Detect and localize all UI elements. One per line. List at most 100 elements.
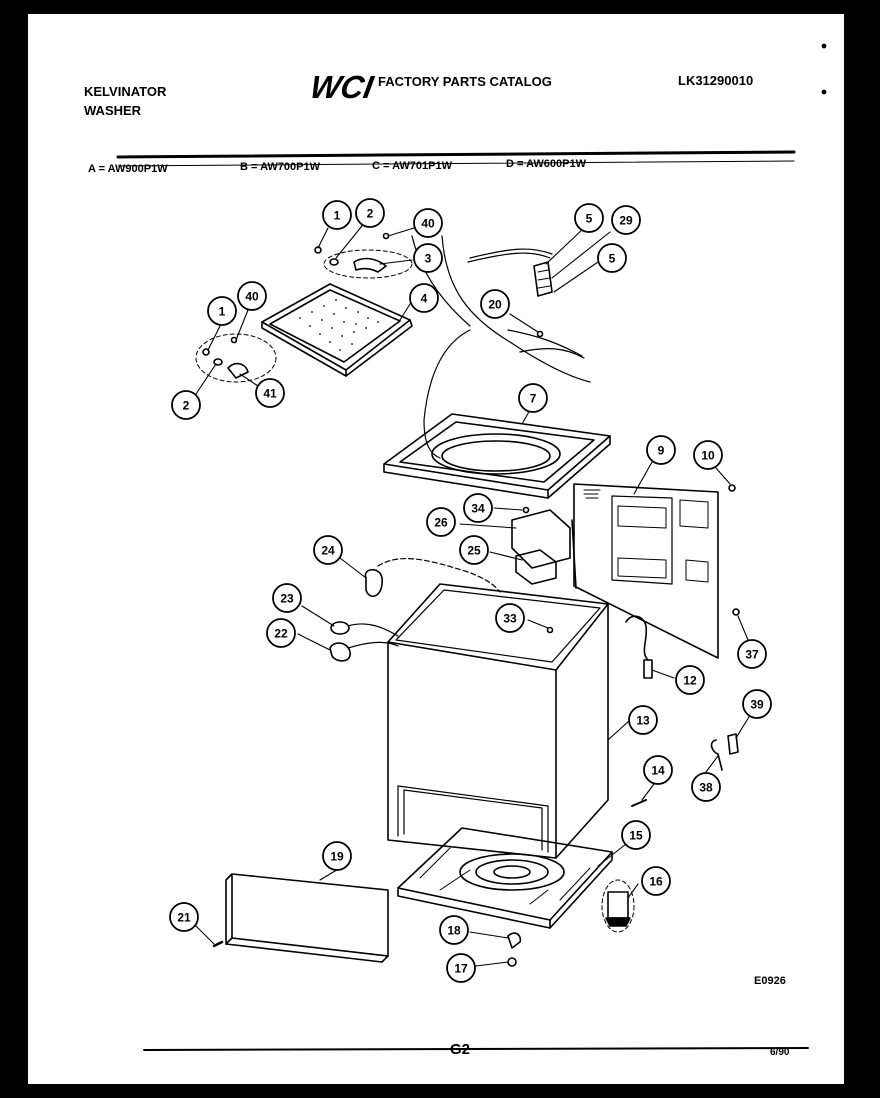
callout-circle — [693, 440, 723, 470]
front-panel — [225, 873, 389, 963]
callout-number: 29 — [619, 214, 633, 228]
callout-number: 3 — [425, 252, 432, 266]
part-callout: 40 — [237, 281, 267, 311]
screw — [507, 957, 517, 967]
part-callout: 15 — [621, 820, 651, 850]
part-callout: 41 — [255, 378, 285, 408]
part-callout: 16 — [641, 866, 671, 896]
washer-base — [397, 827, 613, 929]
callout-circle — [646, 435, 676, 465]
washer-lid — [261, 283, 413, 377]
callout-number: 10 — [701, 449, 715, 463]
part-callout: 34 — [463, 493, 493, 523]
switch-screw — [536, 330, 544, 338]
callout-number: 40 — [245, 290, 259, 304]
callout-number: 5 — [609, 252, 616, 266]
callout-number: 4 — [421, 292, 428, 306]
part-callout: 25 — [459, 535, 489, 565]
callout-number: 7 — [530, 392, 537, 406]
callout-number: 12 — [683, 674, 697, 688]
callout-circle — [459, 535, 489, 565]
part-callout: 4 — [409, 283, 439, 313]
timer-bracket — [511, 509, 571, 569]
callout-number: 41 — [263, 387, 277, 401]
part-callout: 13 — [628, 705, 658, 735]
callout-circle — [641, 866, 671, 896]
callout-circle — [463, 493, 493, 523]
callout-circle — [737, 639, 767, 669]
inlet-valve — [364, 568, 383, 598]
callout-number: 40 — [421, 217, 435, 231]
callout-number: 24 — [321, 544, 335, 558]
timer-lead — [571, 519, 577, 589]
header-rule-thick — [116, 150, 796, 159]
callout-number: 25 — [467, 544, 481, 558]
callout-number: 23 — [280, 592, 294, 606]
callout-number: 38 — [699, 781, 713, 795]
callout-number: 18 — [447, 924, 461, 938]
part-callout: 14 — [643, 755, 673, 785]
top-panel — [383, 413, 611, 499]
callout-number: 17 — [454, 962, 468, 976]
page-code: G2 — [450, 1041, 471, 1058]
inlet-hose — [377, 558, 501, 593]
timer — [515, 549, 557, 585]
part-callout: 33 — [495, 603, 525, 633]
callout-circle — [621, 820, 651, 850]
washer-cabinet — [387, 583, 609, 859]
part-callout: 22 — [266, 618, 296, 648]
part-callout: 20 — [480, 289, 510, 319]
part-callout: 1 — [207, 296, 237, 326]
lid-hinge — [353, 257, 387, 273]
callout-circle — [691, 772, 721, 802]
callout-circle — [409, 283, 439, 313]
leader-lines — [195, 225, 753, 967]
callout-number: 1 — [219, 305, 226, 319]
leg-foot — [605, 917, 631, 927]
callout-circle — [169, 902, 199, 932]
part-callout: 3 — [413, 243, 443, 273]
wire-harness — [625, 615, 649, 661]
part-callout: 1 — [322, 200, 352, 230]
lid-switch-detail — [537, 269, 551, 289]
lid-hinge — [227, 362, 249, 379]
callout-circle — [597, 243, 627, 273]
lid-switch — [533, 261, 553, 297]
callout-number: 22 — [274, 627, 288, 641]
leveling-leg — [607, 891, 629, 919]
callout-circle — [413, 208, 443, 238]
part-callout: 21 — [169, 902, 199, 932]
header-rule-thin — [117, 160, 795, 167]
callout-circle — [237, 281, 267, 311]
screw — [212, 940, 224, 948]
bracket — [507, 932, 522, 949]
part-callout: 39 — [742, 689, 772, 719]
callout-number: 16 — [649, 875, 663, 889]
model-b-label: B = AW700P1W — [240, 161, 320, 173]
hinge-screw — [202, 348, 210, 356]
cabinet-outline-sketch — [411, 235, 591, 459]
part-callout: 2 — [355, 198, 385, 228]
part-callout: 10 — [693, 440, 723, 470]
callout-circle — [413, 243, 443, 273]
hinge-group-outline — [195, 333, 277, 383]
hinge-washer — [329, 258, 339, 266]
cabinet-screw — [546, 626, 554, 634]
callout-number: 9 — [658, 444, 665, 458]
callout-number: 34 — [471, 502, 485, 516]
callout-number: 14 — [651, 764, 665, 778]
hose-fitting — [330, 621, 350, 635]
hose-line — [347, 623, 399, 637]
callout-number: 5 — [586, 212, 593, 226]
part-callout: 7 — [518, 383, 548, 413]
corner-dot — [821, 89, 827, 95]
callout-circle — [207, 296, 237, 326]
callout-circle — [518, 383, 548, 413]
callout-circle — [628, 705, 658, 735]
part-callout: 26 — [426, 507, 456, 537]
callout-circle — [675, 665, 705, 695]
callout-circle — [272, 583, 302, 613]
part-callout: 17 — [446, 953, 476, 983]
callout-number: 20 — [488, 298, 502, 312]
